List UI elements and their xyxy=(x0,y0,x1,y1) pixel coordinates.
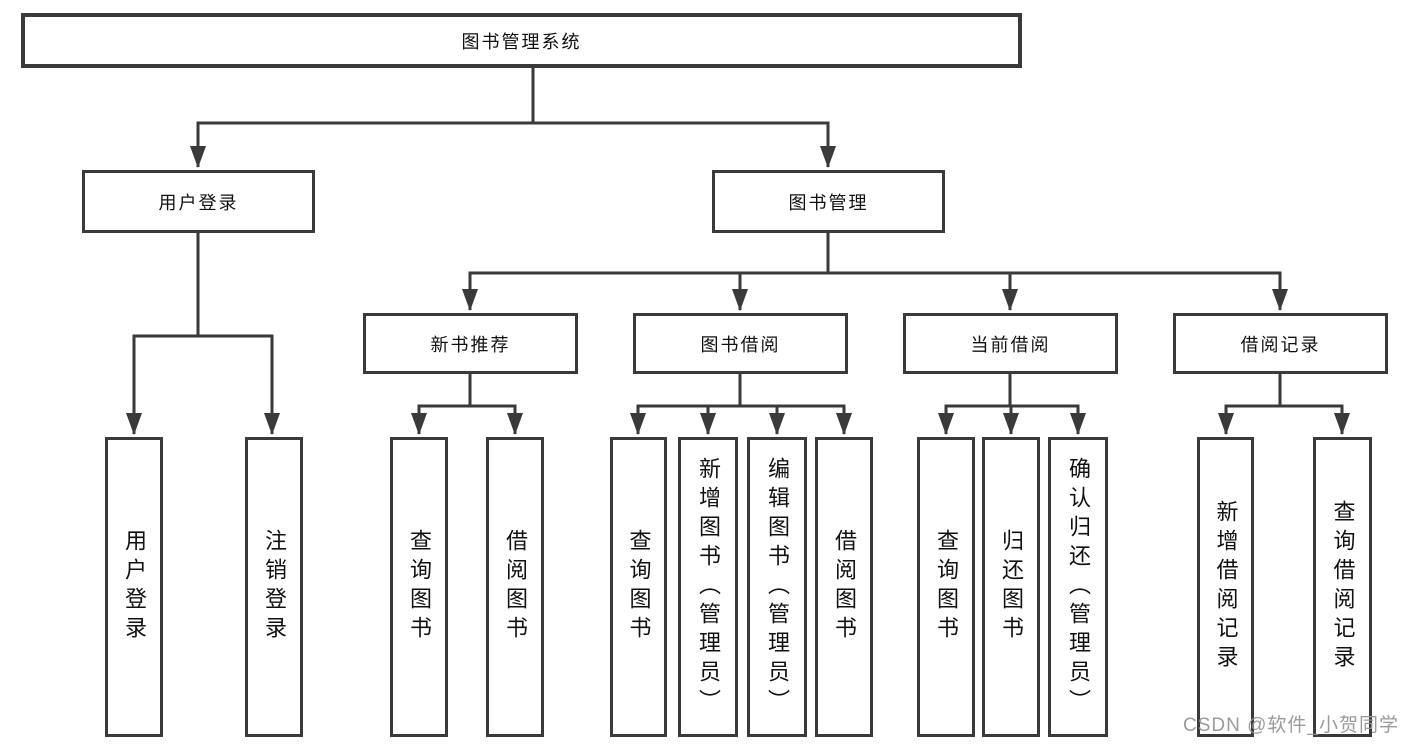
node-label: 确认归还（管理员） xyxy=(1066,456,1091,718)
leaf-user-login: 用户登录 xyxy=(105,437,163,737)
node-label: 新增借阅记录 xyxy=(1213,500,1239,674)
node-borrowing-records: 借阅记录 xyxy=(1173,313,1388,374)
node-label: 当前借阅 xyxy=(970,334,1051,355)
node-label: 注销登录 xyxy=(262,529,287,645)
node-label: 借阅记录 xyxy=(1240,334,1321,355)
leaf-query-books-borrow: 查询图书 xyxy=(610,437,667,737)
node-label: 用户登录 xyxy=(158,192,239,213)
node-label: 新书推荐 xyxy=(430,334,511,355)
leaf-add-books-admin: 新增图书（管理员） xyxy=(678,437,738,737)
node-label: 编辑图书（管理员） xyxy=(765,456,790,718)
node-label: 归还图书 xyxy=(999,529,1024,645)
leaf-borrow-books-recommend: 借阅图书 xyxy=(486,437,544,737)
node-label: 查询图书 xyxy=(626,529,652,645)
leaf-confirm-return-admin: 确认归还（管理员） xyxy=(1048,437,1108,737)
node-library-management-system: 图书管理系统 xyxy=(21,13,1022,68)
node-label: 查询图书 xyxy=(934,529,959,645)
node-label: 查询图书 xyxy=(407,529,432,645)
node-new-book-recommendation: 新书推荐 xyxy=(363,313,578,374)
leaf-logout-login: 注销登录 xyxy=(245,437,303,737)
leaf-borrow-books: 借阅图书 xyxy=(815,437,873,737)
leaf-edit-books-admin: 编辑图书（管理员） xyxy=(747,437,807,737)
node-label: 用户登录 xyxy=(122,529,147,645)
leaf-return-books: 归还图书 xyxy=(982,437,1040,737)
node-book-borrowing: 图书借阅 xyxy=(633,313,848,374)
node-label: 图书借阅 xyxy=(700,334,781,355)
node-book-management: 图书管理 xyxy=(712,170,945,233)
node-user-login: 用户登录 xyxy=(82,170,315,233)
node-label: 借阅图书 xyxy=(503,529,528,645)
node-label: 新增图书（管理员） xyxy=(696,456,721,718)
leaf-query-books-recommend: 查询图书 xyxy=(390,437,448,737)
leaf-query-borrow-record: 查询借阅记录 xyxy=(1313,437,1372,737)
node-label: 借阅图书 xyxy=(832,529,857,645)
node-label: 图书管理 xyxy=(788,192,869,213)
leaf-query-books-current: 查询图书 xyxy=(917,437,975,737)
node-current-borrowing: 当前借阅 xyxy=(903,313,1118,374)
node-label: 图书管理系统 xyxy=(461,31,582,52)
leaf-add-borrow-record: 新增借阅记录 xyxy=(1197,437,1254,737)
watermark: CSDN @软件_小贺同学 xyxy=(1183,715,1399,736)
node-label: 查询借阅记录 xyxy=(1330,500,1356,674)
